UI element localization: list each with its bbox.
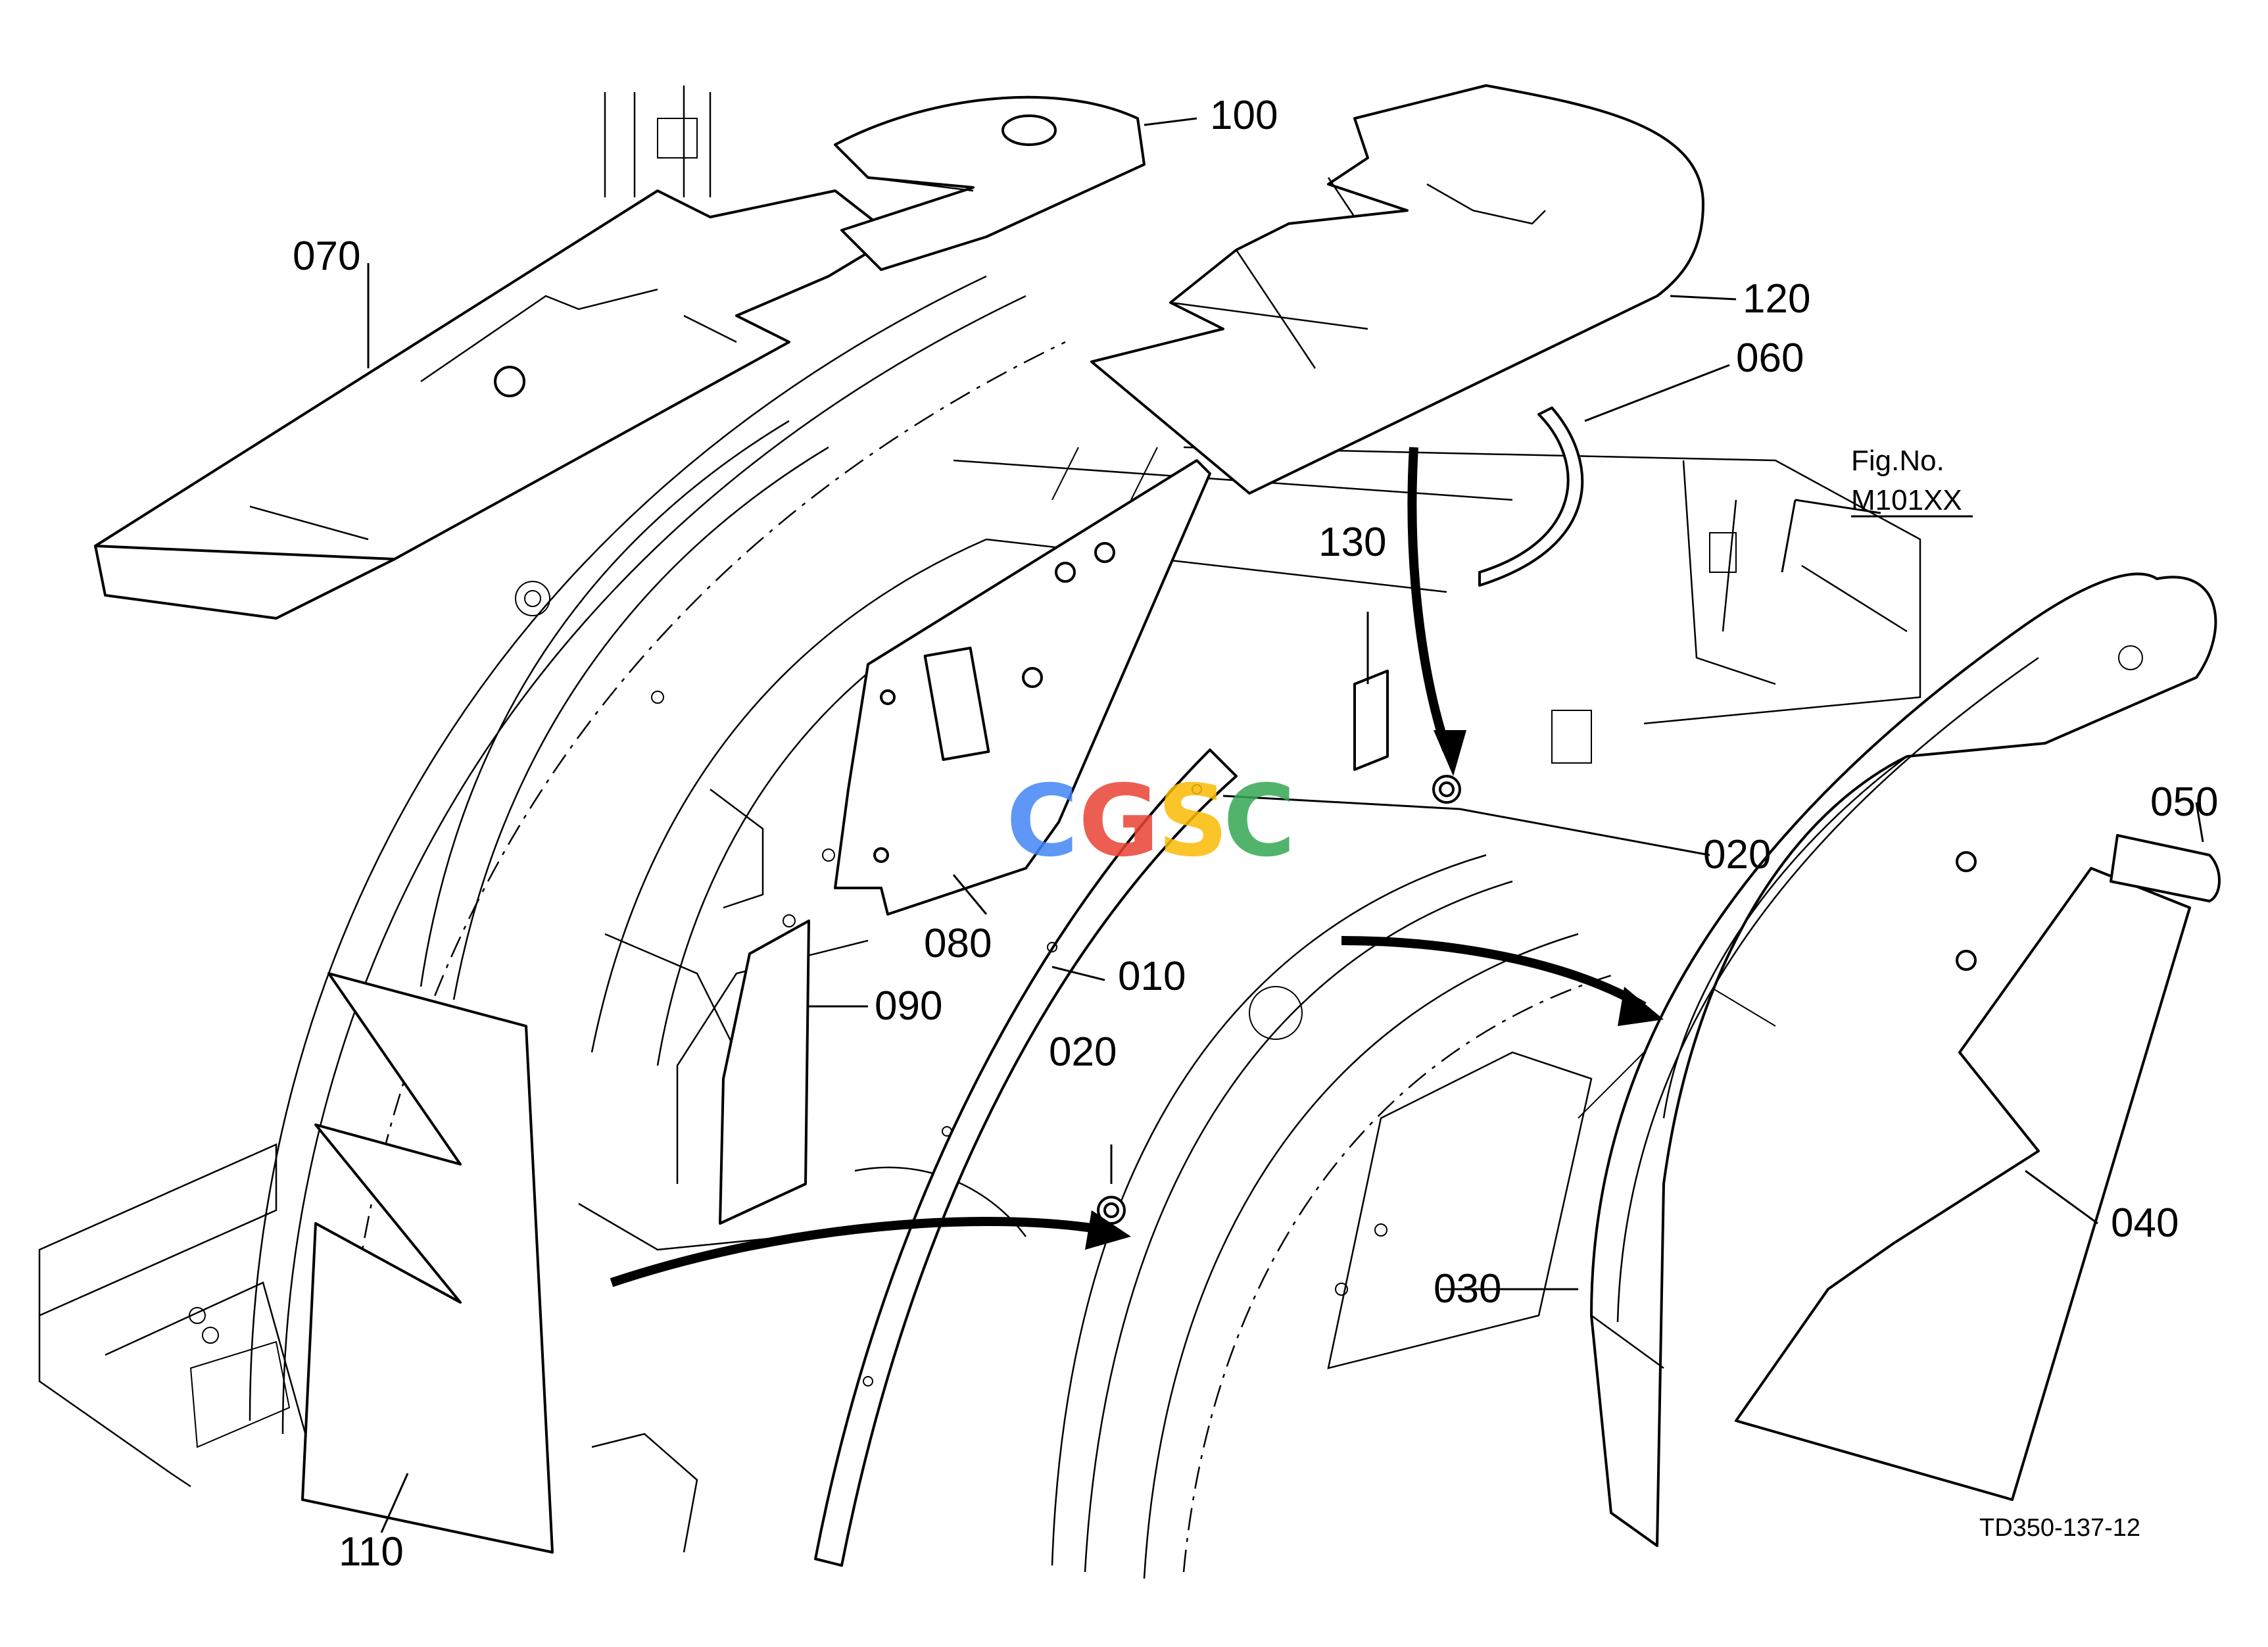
callout-110: 110 bbox=[339, 1529, 404, 1575]
callout-130: 130 bbox=[1318, 520, 1386, 565]
arrowhead-right bbox=[1618, 987, 1664, 1026]
cgsc-watermark: C G S C bbox=[1006, 764, 1295, 879]
callout-050: 050 bbox=[2150, 779, 2218, 825]
drawing-code: TD350-137-12 bbox=[1979, 1514, 2140, 1542]
assembly-arrow-right bbox=[1341, 936, 1647, 1011]
part-010-trim bbox=[814, 749, 1238, 1567]
callout-030: 030 bbox=[1434, 1266, 1501, 1312]
assembly-arrow-lower bbox=[610, 1216, 1106, 1287]
callout-080: 080 bbox=[924, 921, 992, 966]
assembly-arrow-upper bbox=[1407, 447, 1451, 752]
arrowhead-lower bbox=[1085, 1210, 1131, 1250]
callout-060: 060 bbox=[1736, 335, 1804, 381]
part-100-plate bbox=[834, 95, 1146, 271]
assembly-arrows bbox=[610, 447, 1664, 1287]
callout-020-upper: 020 bbox=[1703, 832, 1771, 877]
callout-100: 100 bbox=[1210, 93, 1278, 138]
watermark-letter-g: G bbox=[1078, 764, 1159, 879]
callout-120: 120 bbox=[1743, 276, 1810, 322]
part-050-cap bbox=[2110, 834, 2221, 902]
part-030-fender bbox=[1590, 572, 2217, 1547]
part-080-panel bbox=[834, 459, 1211, 916]
callout-040: 040 bbox=[2111, 1200, 2179, 1246]
part-callouts: 070 100 120 060 130 020 080 090 010 020 … bbox=[293, 93, 2218, 1575]
callout-070: 070 bbox=[293, 234, 360, 279]
part-040-liner bbox=[1735, 867, 2191, 1501]
leader-lines bbox=[367, 117, 2204, 1533]
part-070-mat bbox=[94, 189, 896, 620]
part-120-mat bbox=[1090, 84, 1704, 495]
watermark-letter-c1: C bbox=[1006, 764, 1078, 879]
callout-020-lower: 020 bbox=[1049, 1029, 1117, 1075]
figure-reference: Fig.No. M101XX bbox=[1851, 445, 1973, 518]
part-130-clip bbox=[1353, 670, 1389, 771]
part-090-pad bbox=[719, 920, 810, 1225]
part-060-strip bbox=[1478, 406, 1584, 587]
part-020-fastener-upper bbox=[1432, 775, 1461, 804]
callout-090: 090 bbox=[875, 983, 942, 1029]
part-110-panel bbox=[301, 972, 554, 1554]
watermark-letter-c2: C bbox=[1223, 764, 1295, 879]
figure-ref-label: Fig.No. bbox=[1851, 445, 1944, 477]
figure-ref-number: M101XX bbox=[1851, 484, 1962, 516]
arrowhead-upper bbox=[1434, 730, 1466, 776]
watermark-letter-s: S bbox=[1157, 764, 1228, 879]
callout-010: 010 bbox=[1118, 954, 1186, 999]
part-020-fastener-lower bbox=[1097, 1196, 1126, 1225]
